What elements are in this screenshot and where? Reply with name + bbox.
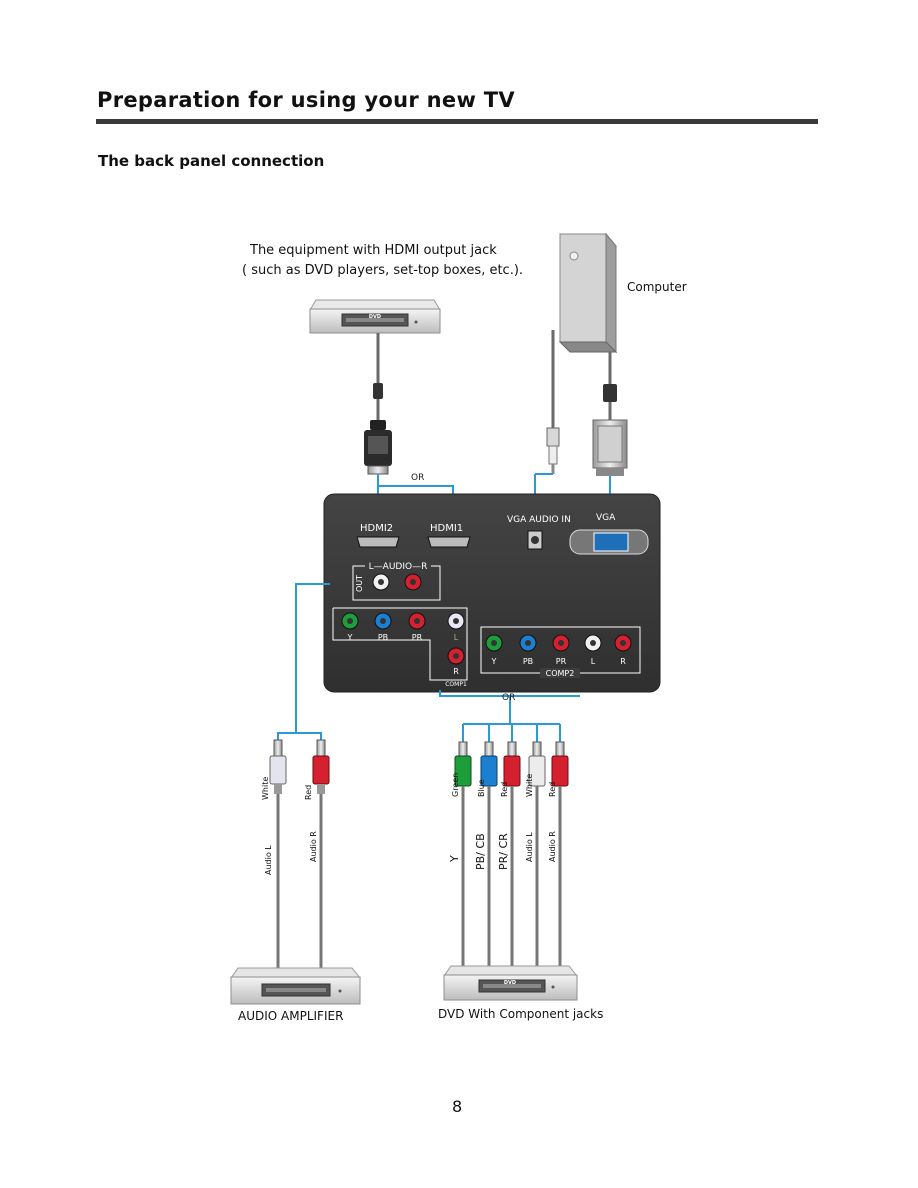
white-plug-label: White [525, 774, 534, 797]
cable-audio-l-label: Audio L [525, 832, 534, 862]
comp2-l-label: L [591, 657, 596, 666]
comp2-pb-label: PB [523, 657, 533, 666]
green-plug-label: Green [451, 773, 460, 797]
hdmi2-label: HDMI2 [360, 523, 393, 534]
computer-tower [558, 232, 618, 354]
comp2-y-label: Y [491, 657, 497, 666]
amp-audio-l-label: Audio L [264, 845, 273, 875]
component-dvd-player: DVD [443, 965, 579, 1001]
amp-white-plug [269, 755, 287, 785]
cable-pb-label: PB/ CB [474, 833, 487, 870]
amplifier-connector-lines [277, 583, 330, 740]
section-heading: The back panel connection [98, 152, 325, 170]
amp-white-label: White [261, 777, 270, 800]
cable-y-label: Y [448, 855, 461, 863]
tv-back-panel: HDMI2 HDMI1 VGA AUDIO IN VGA L—AUDIO—R O… [323, 493, 661, 693]
comp1-label: COMP1 [445, 681, 467, 688]
hdmi1-port [427, 536, 471, 548]
hdmi2-port [356, 536, 400, 548]
comp1-r-label: R [453, 667, 459, 676]
vga-audio-in-label: VGA AUDIO IN [507, 515, 571, 525]
vga-audio-cable [546, 330, 560, 474]
hdmi1-label: HDMI1 [430, 523, 463, 534]
vga-label: VGA [596, 513, 616, 523]
or-label-bottom: OR [502, 693, 515, 703]
comp2-label: COMP2 [546, 669, 575, 678]
hdmi-cable [364, 333, 392, 475]
hdmi-device-caption-line2: ( such as DVD players, set-top boxes, et… [242, 263, 524, 278]
heading-rule [96, 119, 818, 124]
amp-red-label: Red [304, 785, 313, 800]
or-label-top: OR [411, 473, 424, 483]
amplifier-cables: White Red Audio L Audio R [261, 739, 330, 968]
hdmi-device-caption-line1: The equipment with HDMI output jack [250, 243, 497, 258]
comp1-y-label: Y [347, 633, 353, 642]
comp1-l-label: L [454, 633, 459, 642]
dvd-component-caption: DVD With Component jacks [438, 1007, 604, 1021]
comp1-pr-label: PR [412, 633, 423, 642]
red-plug-2 [551, 755, 569, 787]
amp-audio-r-label: Audio R [309, 831, 318, 862]
component-cables: Green Blue Red White Red Y PB/ CB PR/ CR… [448, 741, 569, 966]
dvd-badge-label-bottom: DVD [504, 980, 516, 986]
amp-red-plug [312, 755, 330, 785]
component-connector-lines [439, 690, 580, 742]
audio-out-title: L—AUDIO—R [369, 562, 428, 572]
cable-audio-r-label: Audio R [548, 831, 557, 862]
dvd-badge-label: DVD [369, 314, 381, 320]
computer-caption: Computer [627, 280, 687, 294]
red-plug-2-label: Red [548, 782, 557, 797]
audio-amplifier [230, 967, 362, 1005]
hdmi-dvd-player: DVD [309, 299, 441, 334]
out-label: OUT [355, 575, 364, 592]
comp2-pr-label: PR [556, 657, 567, 666]
cable-pr-label: PR/ CR [497, 833, 510, 870]
vga-cable [592, 352, 628, 476]
red-plug-1 [503, 755, 521, 787]
page-number: 8 [452, 1097, 463, 1116]
comp1-pb-label: PB [378, 633, 388, 642]
comp2-r-label: R [620, 657, 626, 666]
amplifier-caption: AUDIO AMPLIFIER [238, 1009, 344, 1023]
page-heading: Preparation for using your new TV [97, 88, 515, 112]
blue-plug-label: Blue [477, 779, 486, 797]
red-plug-1-label: Red [500, 782, 509, 797]
